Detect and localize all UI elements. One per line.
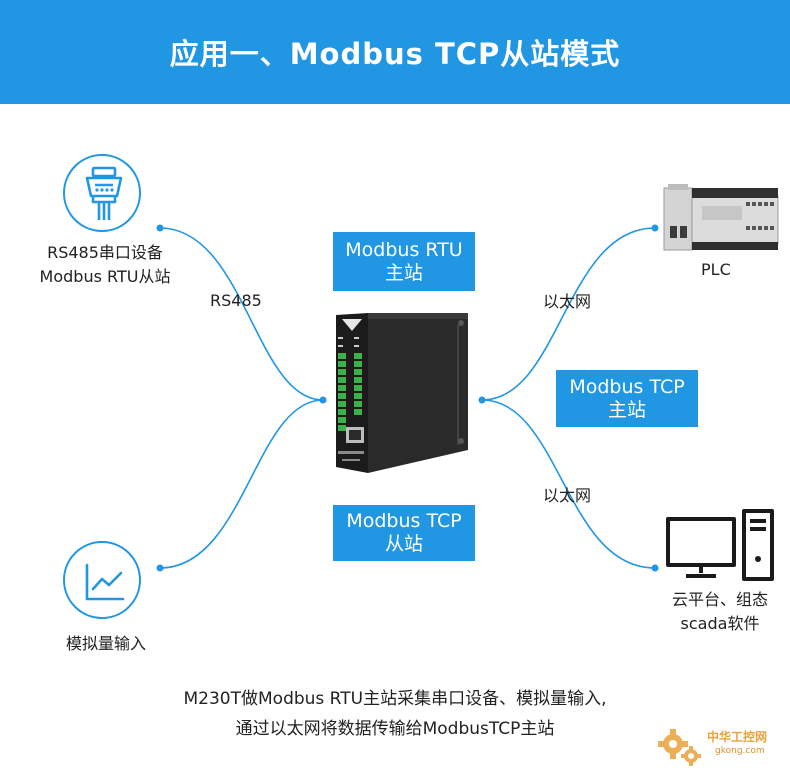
- caption-line1: M230T做Modbus RTU主站采集串口设备、模拟量输入,: [183, 689, 607, 709]
- gear-icon: [658, 729, 701, 766]
- rtu-master-line1: Modbus RTU: [345, 238, 463, 261]
- computer-icon: [666, 509, 774, 581]
- watermark-url: gkong.com: [715, 746, 765, 756]
- serial-device-icon-circle: [63, 154, 141, 232]
- m230t-device-image: [336, 313, 468, 473]
- link-scada: [481, 399, 656, 569]
- analog-input-icon-circle: [63, 541, 141, 619]
- ethernet-label-bottom: 以太网: [543, 486, 592, 505]
- line-chart-icon: [85, 563, 125, 601]
- tcp-slave-line1: Modbus TCP: [346, 510, 462, 532]
- rtu-master-box: Modbus RTU 主站: [333, 232, 475, 291]
- serial-device-label: RS485串口设备 Modbus RTU从站: [30, 241, 180, 289]
- tcp-master-box: Modbus TCP 主站: [556, 370, 698, 427]
- tcp-slave-line2: 从站: [384, 533, 423, 555]
- analog-input-label: 模拟量输入: [65, 634, 146, 653]
- link-plc: [481, 227, 656, 401]
- rs485-link-label: RS485: [210, 291, 262, 310]
- tcp-master-line1: Modbus TCP: [569, 375, 685, 398]
- tcp-master-line2: 主站: [607, 398, 646, 421]
- serial-device-label-line1: RS485串口设备: [47, 243, 163, 262]
- ethernet-label-top: 以太网: [543, 292, 592, 311]
- plc-label: PLC: [701, 260, 731, 279]
- scada-label: 云平台、组态 scada软件: [660, 588, 780, 636]
- title-banner: 应用一、Modbus TCP从站模式: [0, 0, 790, 104]
- scada-label-line2: scada软件: [680, 614, 760, 633]
- plc-icon: [663, 184, 779, 251]
- watermark: 中华工控网 gkong.com: [655, 718, 785, 774]
- caption-line2: 通过以太网将数据传输给ModbusTCP主站: [235, 719, 555, 739]
- link-analog: [159, 399, 324, 569]
- serial-device-label-line2: Modbus RTU从站: [39, 267, 171, 286]
- link-rs485: [159, 227, 324, 401]
- rtu-master-line2: 主站: [384, 261, 423, 284]
- page-title: 应用一、Modbus TCP从站模式: [169, 37, 621, 71]
- tcp-slave-box: Modbus TCP 从站: [333, 505, 475, 561]
- watermark-text: 中华工控网: [707, 730, 768, 744]
- serial-connector-icon: [85, 166, 123, 220]
- scada-label-line1: 云平台、组态: [671, 590, 768, 609]
